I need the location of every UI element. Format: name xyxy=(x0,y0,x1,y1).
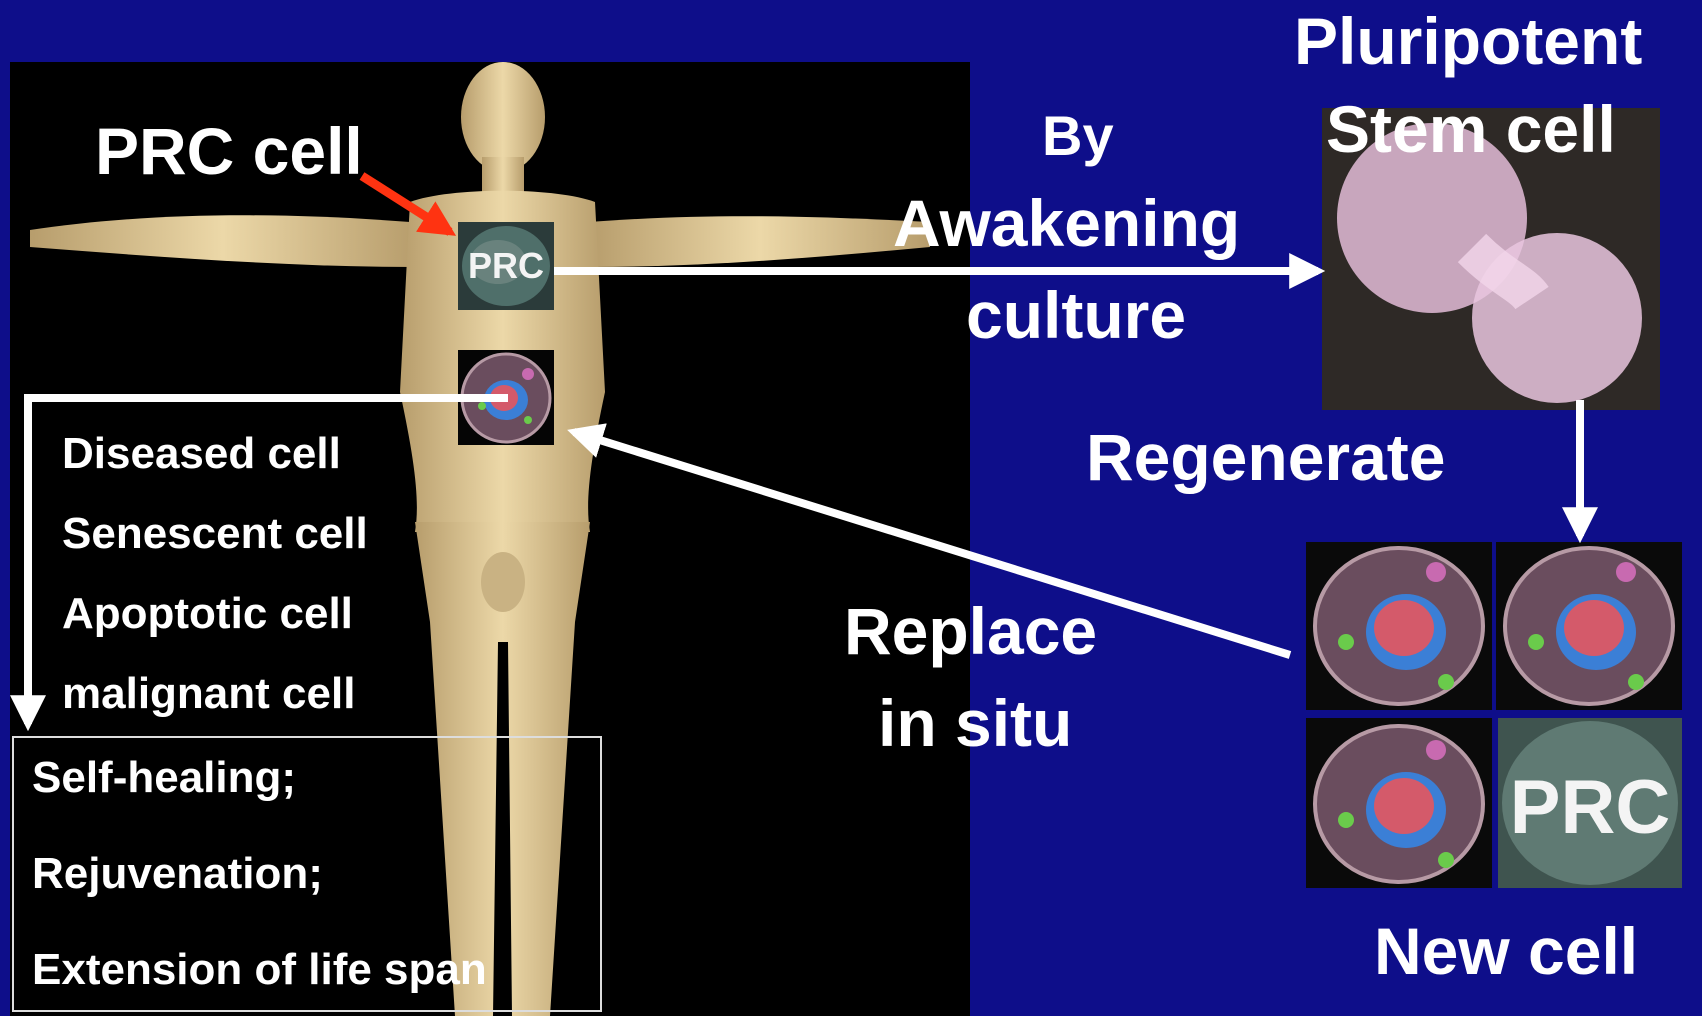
outcome-item: Self-healing; xyxy=(32,756,296,800)
in-situ-label: in situ xyxy=(878,690,1072,756)
damaged-cell-item: Senescent cell xyxy=(62,512,368,556)
prc-cell-label: PRC cell xyxy=(95,118,363,184)
prc-badge-text: PRC xyxy=(468,245,544,286)
new-cell-image xyxy=(1496,542,1682,710)
regenerate-label: Regenerate xyxy=(1086,424,1446,490)
prc-cell-image: PRC xyxy=(1498,718,1682,888)
awakening-label: Awakening xyxy=(893,190,1240,256)
new-cell-image xyxy=(1306,718,1492,888)
damaged-cell-item: Diseased cell xyxy=(62,432,341,476)
diseased-cell-image xyxy=(458,350,554,445)
stem-cell-label: Stem cell xyxy=(1326,96,1616,162)
new-cell-image xyxy=(1306,542,1492,710)
outcome-item: Extension of life span xyxy=(32,948,487,992)
prc-cell-image: PRC xyxy=(458,222,554,310)
culture-label: culture xyxy=(966,282,1186,348)
replace-label: Replace xyxy=(844,598,1097,664)
by-label: By xyxy=(1042,108,1114,164)
outcome-item: Rejuvenation; xyxy=(32,852,323,896)
new-cell-label: New cell xyxy=(1374,918,1638,984)
pluripotent-label: Pluripotent xyxy=(1294,8,1642,74)
prc-badge-text: PRC xyxy=(1510,765,1670,850)
damaged-cell-item: malignant cell xyxy=(62,672,355,716)
damaged-cell-item: Apoptotic cell xyxy=(62,592,353,636)
